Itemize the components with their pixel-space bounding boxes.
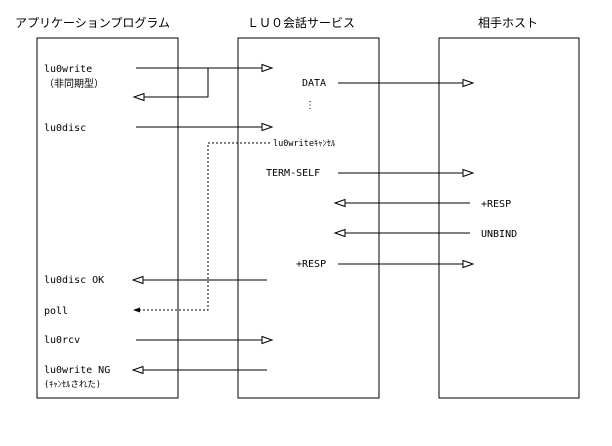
arrow-unbind-to-luo — [333, 228, 470, 238]
label-continuation-dots: ⋮ — [305, 100, 315, 111]
arrow-lu0write-async-return — [132, 68, 209, 102]
label-async: （非同期型） — [44, 77, 104, 90]
arrow-lu0write-to-luo — [136, 63, 274, 73]
arrow-resp-to-host — [338, 259, 475, 269]
arrow-resp-to-luo — [333, 198, 470, 208]
arrow-lu0disc-ok-to-app — [131, 275, 267, 285]
label-lu0write-ng: lu0write NG — [44, 365, 110, 376]
label-data: DATA — [302, 78, 326, 89]
label-lu0rcv: lu0rcv — [44, 335, 80, 346]
arrow-term-self-to-host — [338, 168, 475, 178]
label-poll: poll — [44, 306, 68, 317]
header-luo-session-service: ＬＵ０会話サービス — [247, 15, 355, 30]
label-resp-from-luo: +RESP — [296, 259, 326, 270]
application-program-box — [36, 37, 179, 399]
arrow-lu0write-ng-to-app — [131, 365, 267, 375]
label-unbind: UNBIND — [481, 229, 517, 240]
arrow-data-to-host — [338, 78, 475, 88]
label-lu0disc-ok: lu0disc OK — [44, 275, 104, 286]
arrow-lu0disc-to-luo — [136, 122, 274, 132]
label-lu0disc: lu0disc — [44, 123, 86, 134]
label-lu0write: lu0write — [44, 64, 92, 75]
label-cancelled: (ｷｬﾝｾﾙされた) — [44, 380, 101, 390]
header-application-program: アプリケーションプログラム — [15, 16, 170, 30]
partner-host-box — [438, 37, 580, 399]
luo-session-service-box — [237, 37, 380, 399]
dashed-line-cancel-to-poll — [133, 142, 270, 313]
header-partner-host: 相手ホスト — [478, 16, 538, 30]
arrow-lu0rcv-to-luo — [136, 335, 274, 345]
label-resp-from-host: +RESP — [481, 199, 511, 210]
label-term-self: TERM-SELF — [266, 168, 320, 179]
label-lu0write-cancel: lu0writeｷｬﾝｾﾙ — [273, 139, 336, 149]
